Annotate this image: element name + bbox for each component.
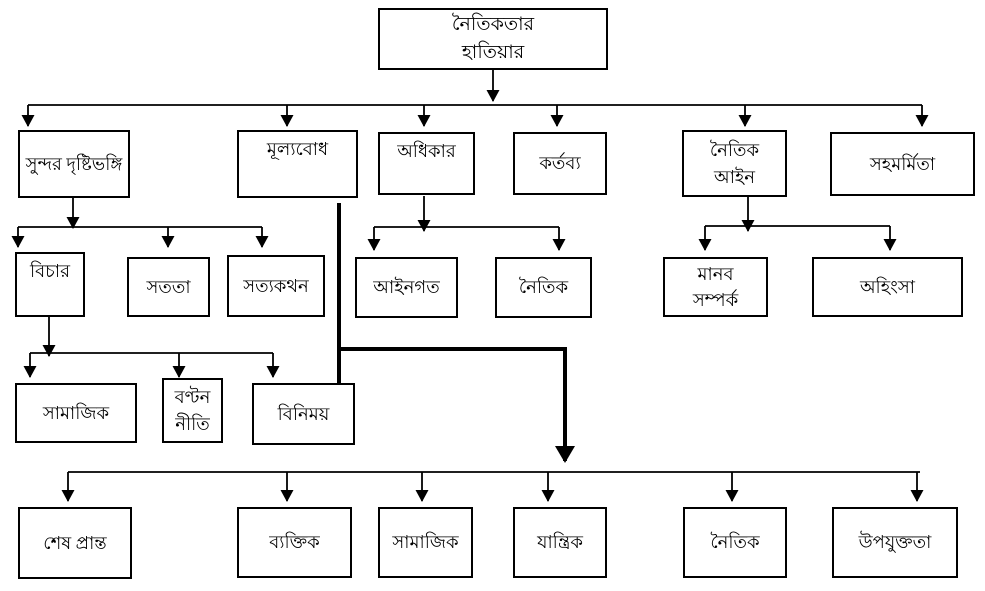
node-end-point: শেষ প্রান্ত <box>18 507 132 579</box>
connector-bottom-row <box>61 471 924 502</box>
node-duty: কর্তব্য <box>513 132 607 195</box>
node-moral-label: নৈতিক <box>518 277 569 298</box>
node-nonviolence-label: অহিংসা <box>859 276 916 297</box>
node-social-justice-label: সামাজিক <box>42 402 110 423</box>
node-honesty: সততা <box>127 257 210 317</box>
node-social-label: সামাজিক <box>392 532 459 553</box>
node-legal: আইনগত <box>355 257 458 318</box>
node-social: সামাজিক <box>378 507 473 578</box>
node-honesty-label: সততা <box>146 276 191 297</box>
node-personal: ব্যক্তিক <box>237 507 352 578</box>
connector-attitude-children <box>11 198 269 248</box>
node-moral-law: নৈতিক আইন <box>682 130 787 197</box>
node-values-label: মূল্যবোধ <box>266 139 329 159</box>
node-exchange-label: বিনিময় <box>277 403 330 424</box>
node-empathy-label: সহমর্মিতা <box>869 153 936 174</box>
node-rights-label: অধিকার <box>397 141 456 161</box>
node-truth-telling-label: সত্যকথন <box>243 275 309 296</box>
node-exchange: বিনিময় <box>252 383 355 445</box>
node-human-relations-label: মানব সম্পর্ক <box>692 263 739 310</box>
node-personal-label: ব্যক্তিক <box>269 532 320 553</box>
node-ethical-label: নৈতিক <box>710 532 760 553</box>
node-ethical: নৈতিক <box>683 507 787 578</box>
node-nonviolence: অহিংসা <box>812 257 963 317</box>
node-attitude: সুন্দর দৃষ্টিভঙ্গি <box>18 130 130 198</box>
node-social-justice: সামাজিক <box>15 383 137 443</box>
node-suitability: উপযুক্ততা <box>832 507 958 578</box>
node-legal-label: আইনগত <box>373 277 440 298</box>
node-mechanical-label: যান্ত্রিক <box>537 532 583 553</box>
node-values: মূল্যবোধ <box>237 130 358 198</box>
connector-values-thick-path <box>337 203 575 463</box>
node-suitability-label: উপযুক্ততা <box>858 532 932 553</box>
node-rights: অধিকার <box>378 132 475 195</box>
node-moral-law-label: নৈতিক আইন <box>709 140 760 187</box>
connector-rights-children <box>367 196 566 251</box>
node-truth-telling: সত্যকথন <box>227 255 325 317</box>
node-human-relations: মানব সম্পর্ক <box>663 257 768 317</box>
node-distribution-policy: বণ্টন নীতি <box>162 378 223 443</box>
node-justice: বিচার <box>15 252 85 317</box>
node-root: নৈতিকতার হাতিয়ার <box>378 8 608 70</box>
node-attitude-label: সুন্দর দৃষ্টিভঙ্গি <box>25 153 123 174</box>
connector-root-to-level1 <box>21 70 929 127</box>
node-mechanical: যান্ত্রিক <box>513 507 607 578</box>
connector-moral-law-children <box>698 196 897 251</box>
node-justice-label: বিচার <box>29 261 70 281</box>
node-end-point-label: শেষ প্রান্ত <box>43 532 107 553</box>
node-duty-label: কর্তব্য <box>539 153 581 174</box>
node-distribution-policy-label: বণ্টন নীতি <box>174 387 211 434</box>
connector-justice-children <box>23 317 280 378</box>
node-moral: নৈতিক <box>495 257 592 318</box>
node-root-label: নৈতিকতার হাতিয়ার <box>451 14 535 63</box>
node-empathy: সহমর্মিতা <box>830 132 975 196</box>
